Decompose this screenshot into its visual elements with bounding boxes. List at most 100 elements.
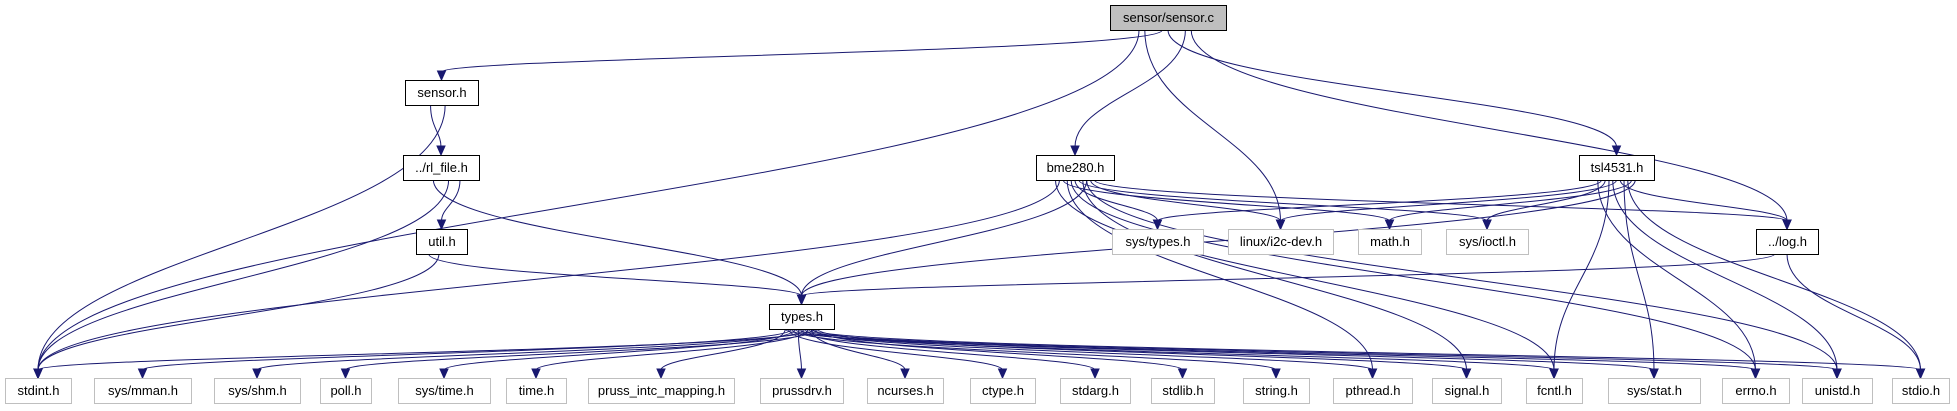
arrowhead-icon <box>1649 368 1659 380</box>
node-label: poll.h <box>330 383 361 398</box>
node-label: unistd.h <box>1815 383 1861 398</box>
edge-line <box>441 29 1163 73</box>
edge-line <box>37 104 446 371</box>
node-label: sensor/sensor.c <box>1123 10 1215 25</box>
edge-tsl4531_h-to-log_h <box>1619 179 1792 231</box>
edge-line <box>37 29 1140 371</box>
edge-types_h-to-sys_mman_h <box>137 328 793 380</box>
edge-types_h-to-errno_h <box>784 328 1761 380</box>
node-unistd-h: unistd.h <box>1802 378 1873 404</box>
edge-line <box>441 179 461 222</box>
node-rl-file-h[interactable]: ../rl_file.h <box>403 155 480 181</box>
node-sys-types-h: sys/types.h <box>1112 229 1204 255</box>
node-label: sys/types.h <box>1125 234 1190 249</box>
edge-line <box>37 253 440 371</box>
node-label: fcntl.h <box>1537 383 1572 398</box>
node-label: ../log.h <box>1768 234 1807 249</box>
node-ncurses-h: ncurses.h <box>867 378 944 404</box>
edge-line <box>1786 253 1921 371</box>
arrowhead-icon <box>33 368 43 380</box>
edge-line <box>1389 179 1632 222</box>
node-label: sys/ioctl.h <box>1459 234 1516 249</box>
edge-line <box>791 328 1277 371</box>
edge-line <box>1553 179 1610 371</box>
node-log-h[interactable]: ../log.h <box>1756 229 1819 255</box>
edge-log_h-to-stdio_h <box>1786 253 1926 380</box>
node-bme280-h[interactable]: bme280.h <box>1036 155 1115 181</box>
edge-line <box>432 179 802 297</box>
arrowhead-icon <box>1482 219 1492 231</box>
node-sensor-h[interactable]: sensor.h <box>405 80 479 106</box>
node-box <box>506 378 567 404</box>
arrowhead-icon <box>1384 219 1395 231</box>
node-box <box>1228 229 1334 255</box>
node-label: pruss_intc_mapping.h <box>598 383 725 398</box>
edge-line <box>784 328 1756 371</box>
node-box <box>1446 229 1529 255</box>
arrowhead-icon <box>1177 368 1188 380</box>
node-label: pthread.h <box>1346 383 1401 398</box>
edge-line <box>660 328 786 371</box>
node-box <box>1036 155 1115 181</box>
edge-line <box>810 328 906 371</box>
edge-root-to-tsl4531_h <box>1167 29 1622 157</box>
node-types-h[interactable]: types.h <box>769 304 835 330</box>
edge-sensor_h-to-rl_file_h <box>430 104 446 157</box>
node-errno-h: errno.h <box>1722 378 1790 404</box>
node-root[interactable]: sensor/sensor.c <box>1110 5 1227 31</box>
node-label: ncurses.h <box>877 383 933 398</box>
edge-line <box>1190 29 1788 222</box>
node-box <box>970 378 1036 404</box>
node-box <box>867 378 944 404</box>
edge-line <box>810 328 1921 371</box>
node-box <box>1110 5 1227 31</box>
edge-line <box>1094 179 1788 222</box>
edge-line <box>788 328 1003 371</box>
node-label: prussdrv.h <box>772 383 832 398</box>
edge-sensor_h-to-stdint_h <box>33 104 446 380</box>
node-util-h[interactable]: util.h <box>416 229 468 255</box>
arrowhead-icon <box>137 368 148 380</box>
node-label: math.h <box>1370 234 1410 249</box>
arrowhead-icon <box>1611 145 1622 157</box>
edge-types_h-to-unistd_h <box>797 328 1842 380</box>
edge-line <box>1078 179 1488 222</box>
node-label: stdint.h <box>18 383 60 398</box>
arrowhead-icon <box>1782 219 1792 231</box>
edge-line <box>1066 179 1373 371</box>
node-stdarg-h: stdarg.h <box>1060 378 1131 404</box>
node-pruss-intc-h: pruss_intc_mapping.h <box>588 378 735 404</box>
node-label: types.h <box>781 309 823 324</box>
node-label: linux/i2c-dev.h <box>1240 234 1322 249</box>
node-label: stdio.h <box>1902 383 1940 398</box>
edge-types_h-to-time_h <box>531 328 809 380</box>
arrowhead-icon <box>436 145 446 157</box>
edge-types_h-to-ncurses_h <box>810 328 910 380</box>
edge-line <box>1070 179 1756 371</box>
edge-line <box>1623 179 1655 371</box>
node-box <box>760 378 844 404</box>
edge-bme280_h-to-math_h <box>1062 179 1395 231</box>
node-box <box>1802 378 1873 404</box>
edge-types_h-to-stdio_h <box>810 328 1926 380</box>
edge-line <box>37 179 1060 371</box>
node-prussdrv-h: prussdrv.h <box>760 378 844 404</box>
node-box <box>769 304 835 330</box>
node-box <box>1432 378 1502 404</box>
arrowhead-icon <box>796 368 807 380</box>
node-stdint-h: stdint.h <box>5 378 72 404</box>
edge-line <box>1055 179 1555 371</box>
node-i2c-dev-h: linux/i2c-dev.h <box>1228 229 1334 255</box>
arrowhead-icon <box>1152 219 1163 231</box>
edge-types_h-to-poll_h <box>340 328 819 380</box>
node-label: sys/time.h <box>415 383 474 398</box>
edge-rl_file_h-to-stdint_h <box>33 179 450 380</box>
arrowhead-icon <box>1832 368 1842 380</box>
node-tsl4531-h[interactable]: tsl4531.h <box>1579 155 1655 181</box>
edge-types_h-to-sys_shm_h <box>252 328 806 380</box>
arrowhead-icon <box>1367 368 1378 380</box>
edge-types_h-to-prussdrv_h <box>796 328 807 380</box>
node-sys-mman-h: sys/mman.h <box>94 378 192 404</box>
edge-tsl4531_h-to-stdio_h <box>1627 179 1926 380</box>
arrowhead-icon <box>439 368 449 380</box>
